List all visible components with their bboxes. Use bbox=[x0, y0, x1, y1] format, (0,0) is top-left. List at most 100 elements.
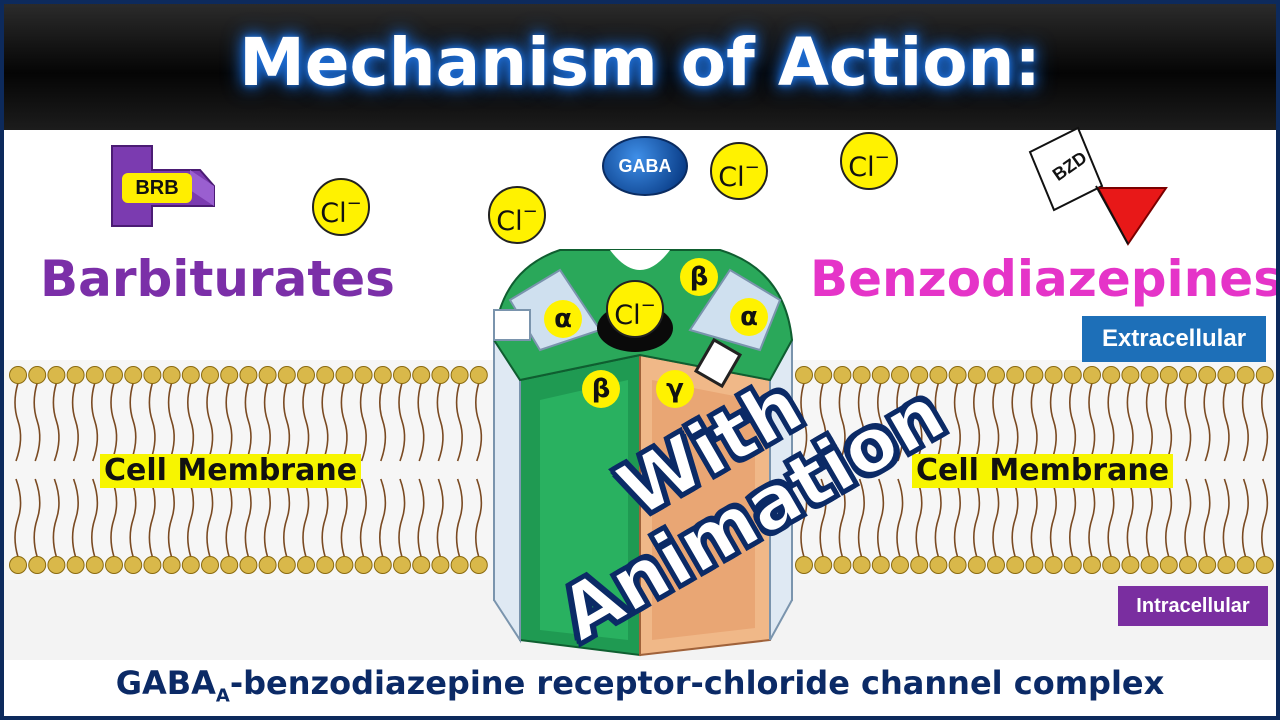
cell-membrane-label-left: Cell Membrane bbox=[100, 454, 362, 488]
lipid-tail bbox=[1088, 382, 1096, 462]
lipid-head bbox=[1140, 366, 1159, 384]
lipid-head bbox=[316, 366, 335, 384]
chloride-ion: Cl− bbox=[840, 132, 898, 190]
lipid-head bbox=[891, 366, 909, 384]
lipid-tail bbox=[148, 478, 156, 558]
lipid-tail bbox=[1107, 478, 1115, 558]
lipid-tail bbox=[417, 478, 425, 558]
subunit-alpha-right: α bbox=[730, 298, 768, 336]
lipid-tail bbox=[973, 478, 981, 558]
gaba-molecule: GABA bbox=[602, 136, 688, 196]
lipid-head bbox=[335, 366, 354, 384]
lipid-tail bbox=[1222, 478, 1230, 558]
lipid-head bbox=[258, 366, 277, 384]
lipid-tail bbox=[91, 478, 99, 558]
lipid-tail bbox=[91, 382, 99, 462]
lipid-head bbox=[393, 366, 411, 384]
lipid-head bbox=[833, 366, 852, 384]
lipid-tail bbox=[379, 382, 387, 462]
lipid-head bbox=[1217, 556, 1236, 574]
lipid-tail bbox=[206, 478, 214, 558]
lipid-head bbox=[297, 366, 315, 384]
lipid-head bbox=[143, 556, 162, 574]
subunit-gamma: γ bbox=[656, 370, 694, 408]
lipid-tail bbox=[1145, 382, 1153, 462]
lipid-head bbox=[354, 556, 373, 574]
subunit-alpha-left: α bbox=[544, 300, 582, 338]
lipid-tail bbox=[896, 382, 904, 462]
lipid-head bbox=[967, 366, 986, 384]
lipid-tail bbox=[857, 382, 865, 462]
lipid-tail bbox=[302, 478, 310, 558]
lipid-tail bbox=[14, 478, 22, 558]
lipid-head bbox=[1025, 556, 1044, 574]
lipid-tail bbox=[819, 478, 827, 558]
lipid-tail bbox=[110, 478, 118, 558]
lipid-head bbox=[277, 366, 296, 384]
lipid-head bbox=[373, 556, 392, 574]
lipid-tail bbox=[1165, 478, 1173, 558]
lipid-tail bbox=[1222, 382, 1230, 462]
lipid-head bbox=[1121, 556, 1140, 574]
lipid-head bbox=[1179, 556, 1197, 574]
lipid-tail bbox=[129, 382, 137, 462]
lipid-tail bbox=[33, 382, 41, 462]
lipid-head bbox=[871, 556, 890, 574]
lipid-tail bbox=[187, 478, 195, 558]
lipid-head bbox=[316, 556, 335, 574]
caption-subscript: A bbox=[215, 685, 230, 707]
lipid-tail bbox=[819, 382, 827, 462]
lipid-tail bbox=[1184, 478, 1192, 558]
lipid-tail bbox=[187, 382, 195, 462]
lipid-head bbox=[1198, 556, 1217, 574]
lipid-head bbox=[987, 366, 1005, 384]
lipid-head bbox=[795, 366, 813, 384]
lipid-tail bbox=[838, 382, 846, 462]
lipid-tail bbox=[436, 478, 444, 558]
lipid-tail bbox=[321, 382, 329, 462]
extracellular-badge: Extracellular bbox=[1082, 316, 1266, 362]
lipid-head bbox=[1198, 366, 1217, 384]
lipid-head bbox=[393, 556, 411, 574]
lipid-head bbox=[201, 556, 219, 574]
lipid-head bbox=[297, 556, 315, 574]
lipid-head bbox=[124, 556, 143, 574]
lipid-tail bbox=[475, 478, 483, 558]
lipid-tail bbox=[1261, 382, 1269, 462]
lipid-head bbox=[9, 366, 27, 384]
lipid-head bbox=[450, 366, 469, 384]
lipid-tail bbox=[1126, 478, 1134, 558]
lipid-head bbox=[1025, 366, 1044, 384]
lipid-head bbox=[47, 366, 66, 384]
lipid-tail bbox=[436, 382, 444, 462]
lipid-tail bbox=[1145, 478, 1153, 558]
lipid-tail bbox=[340, 478, 348, 558]
lipid-head bbox=[85, 556, 104, 574]
lipid-head bbox=[871, 366, 890, 384]
lipid-tail bbox=[206, 382, 214, 462]
intracellular-badge: Intracellular bbox=[1118, 586, 1268, 626]
lipid-tail bbox=[263, 478, 271, 558]
lipid-tail bbox=[14, 382, 22, 462]
lipid-tail bbox=[934, 478, 942, 558]
lipid-tail bbox=[302, 382, 310, 462]
lipid-head bbox=[1255, 556, 1274, 574]
lipid-tail bbox=[110, 382, 118, 462]
lipid-tail bbox=[896, 478, 904, 558]
lipid-head bbox=[1159, 366, 1178, 384]
lipid-tail bbox=[877, 382, 885, 462]
lipid-head bbox=[239, 556, 258, 574]
lipid-tail bbox=[359, 478, 367, 558]
lipid-head bbox=[28, 556, 47, 574]
caption-prefix: GABA bbox=[115, 664, 216, 702]
lipid-head bbox=[967, 556, 986, 574]
lipid-tail bbox=[244, 478, 252, 558]
lipid-head bbox=[220, 366, 239, 384]
lipid-tail bbox=[1203, 382, 1211, 462]
lipid-tail bbox=[359, 382, 367, 462]
lipid-tail bbox=[475, 382, 483, 462]
lipid-tail bbox=[857, 478, 865, 558]
lipid-tail bbox=[953, 478, 961, 558]
lipid-tail bbox=[1049, 478, 1057, 558]
lipid-head bbox=[220, 556, 239, 574]
